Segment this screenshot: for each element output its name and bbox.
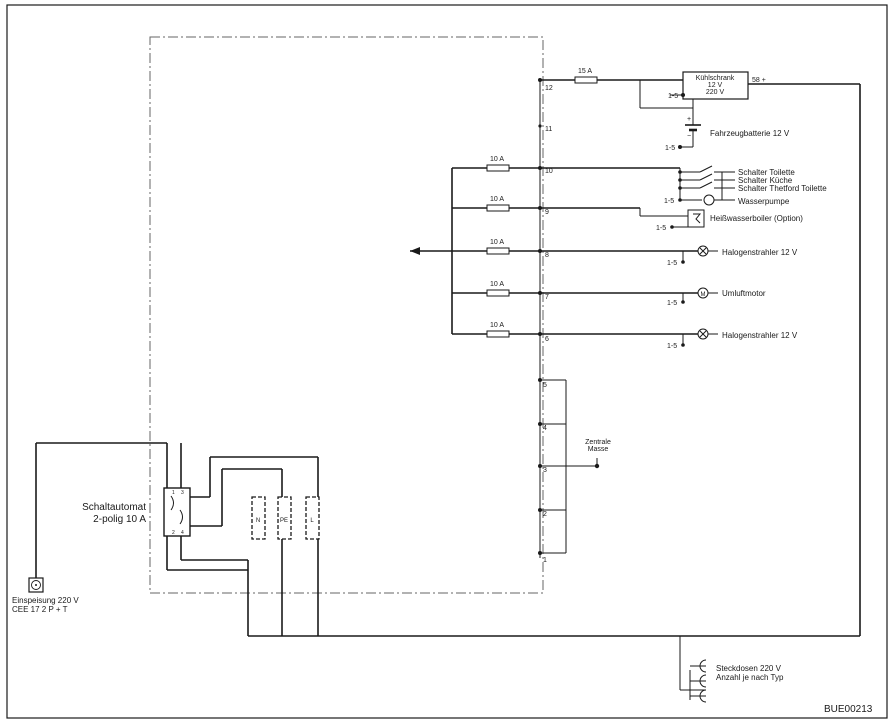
inlet-label-line1: Einspeisung 220 V	[12, 596, 79, 605]
block-pe-label: PE	[280, 518, 288, 524]
fuse-label-12: 15 A	[578, 68, 592, 75]
halogen1-label: Halogenstrahler 12 V	[722, 248, 798, 257]
inlet-label-line2: CEE 17 2 P + T	[12, 605, 68, 614]
fuse-label-10: 10 A	[490, 156, 504, 163]
circuit-7	[452, 287, 718, 304]
circuit-9	[452, 204, 705, 229]
boiler-label: Heißwasserboiler (Option)	[710, 214, 803, 223]
terminal-2: 2	[543, 511, 547, 518]
breaker-pin-1: 1	[172, 490, 175, 496]
halogen2-label: Halogenstrahler 12 V	[722, 331, 798, 340]
distribution-box-outline	[149, 36, 544, 594]
terminal-9: 9	[545, 209, 549, 216]
charger-line3: 220 V	[706, 89, 725, 96]
terminal-12: 12	[545, 85, 553, 92]
central-ground-line2: Masse	[588, 446, 609, 453]
circuit-10	[451, 164, 735, 334]
charger-out-label: 58 +	[752, 77, 766, 84]
mains-wiring	[28, 442, 860, 703]
switch-toilet-label: Schalter Toilette	[738, 168, 795, 177]
terminal-4: 4	[543, 425, 547, 432]
ground-label-motor: 1-5	[667, 300, 677, 307]
charger-line1: Kühlschrank	[696, 75, 735, 82]
sockets-label-line2: Anzahl je nach Typ	[716, 673, 784, 682]
ground-label-boiler: 1-5	[656, 225, 666, 232]
fuse-label-9: 10 A	[490, 196, 504, 203]
ground-label-12: 1-5	[668, 93, 678, 100]
circuit-6	[452, 328, 718, 347]
ground-label-halogen1: 1-5	[667, 260, 677, 267]
breaker-pin-2: 2	[172, 530, 175, 536]
charger-box	[682, 71, 749, 100]
block-n-label: N	[256, 518, 260, 524]
breaker-box	[163, 487, 191, 537]
breaker-label-line2: 2-polig 10 A	[93, 514, 146, 525]
breaker-label-line1: Schaltautomat	[82, 502, 146, 513]
terminal-3: 3	[543, 467, 547, 474]
terminal-1: 1	[543, 557, 547, 564]
fuse-label-7: 10 A	[490, 281, 504, 288]
block-n	[251, 496, 266, 540]
battery-plus: +	[687, 116, 691, 123]
terminal-11: 11	[545, 126, 552, 133]
ground-label-halogen2: 1-5	[667, 343, 677, 350]
block-pe	[277, 496, 292, 540]
ground-label-battery: 1-5	[665, 145, 675, 152]
fuse-label-8: 10 A	[490, 239, 504, 246]
terminal-5: 5	[543, 382, 547, 389]
charger-line2: 12 V	[708, 82, 723, 89]
breaker-pin-4: 4	[181, 530, 184, 536]
switch-kitchen-label: Schalter Küche	[738, 176, 793, 185]
battery	[678, 108, 701, 149]
terminal-10: 10	[545, 168, 553, 175]
sockets-label-line1: Steckdosen 220 V	[716, 664, 782, 673]
block-l	[305, 496, 320, 540]
battery-minus: −	[687, 133, 691, 140]
central-ground-line1: Zentrale	[585, 439, 611, 446]
circuit-8	[410, 245, 718, 264]
breaker-pin-3: 3	[181, 490, 184, 496]
circuit-12: Kühlschrank 12 V 220 V 58 +	[538, 71, 861, 636]
block-l-label: L	[310, 518, 314, 524]
switch-thetford-label: Schalter Thetford Toilette	[738, 184, 827, 193]
motor-label: Umluftmotor	[722, 289, 766, 298]
ground-label-pump: 1-5	[664, 198, 674, 205]
terminal-8: 8	[545, 252, 549, 259]
battery-label: Fahrzeugbatterie 12 V	[710, 129, 790, 138]
diagram-frame	[6, 4, 888, 719]
fuse-label-6: 10 A	[490, 322, 504, 329]
figure-id: BUE00213	[824, 704, 873, 715]
pump-label: Wasserpumpe	[738, 197, 790, 206]
terminal-7: 7	[545, 294, 549, 301]
terminal-numbers: 12 11 10 9 8 7 6 5 4 3 2 1	[538, 85, 553, 564]
terminal-6: 6	[545, 336, 549, 343]
ground-bus	[538, 378, 600, 555]
motor-symbol: M	[701, 292, 706, 298]
